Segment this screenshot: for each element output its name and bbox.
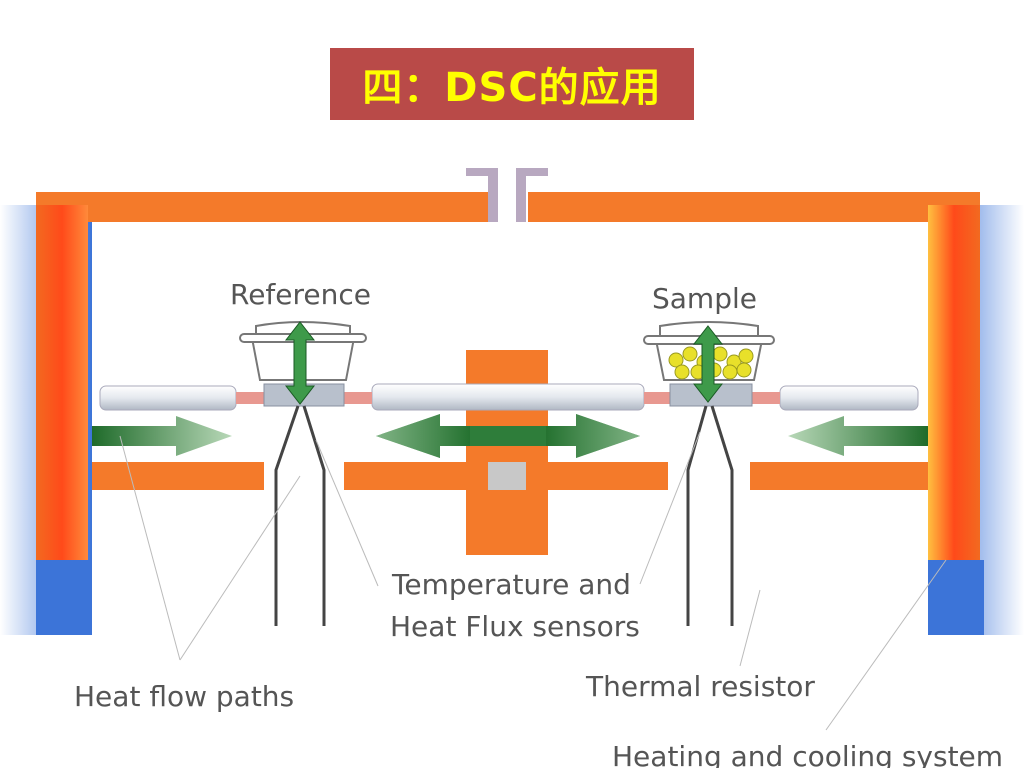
label-sensors-line2: Heat Flux sensors [390,610,640,643]
leader-lines [119,431,947,731]
slide-title: 四：DSC的应用 [330,48,694,120]
sample-vertical-arrow [692,325,724,403]
label-reference: Reference [230,278,371,311]
tube-right [779,385,919,411]
label-sensors-line1: Temperature and [391,568,631,601]
label-sample: Sample [652,282,757,315]
label-heating-cooling: Heating and cooling system [612,740,1003,768]
furnace-top-left [36,192,488,222]
support-plate-right [750,462,928,490]
label-thermal-resistor: Thermal resistor [585,670,815,703]
gas-inlet [466,168,498,222]
furnace-side-left [36,205,88,560]
furnace-top-right [528,192,980,222]
reference-sensor-wires [274,405,326,626]
reference-vertical-arrow [284,321,316,405]
heat-arrow-right [788,416,928,456]
central-block [466,350,548,555]
support-plate-mid-right [548,462,668,490]
furnace-side-right [928,205,980,560]
support-plate-left [92,462,264,490]
label-heat-flow: Heat flow paths [74,680,294,713]
support-plate-mid-left [344,462,466,490]
tube-left [99,385,237,411]
sample-sensor-wires [686,405,734,626]
heat-arrow-left [92,416,232,456]
tube-center [371,383,645,411]
heat-arrow-center [376,414,640,458]
